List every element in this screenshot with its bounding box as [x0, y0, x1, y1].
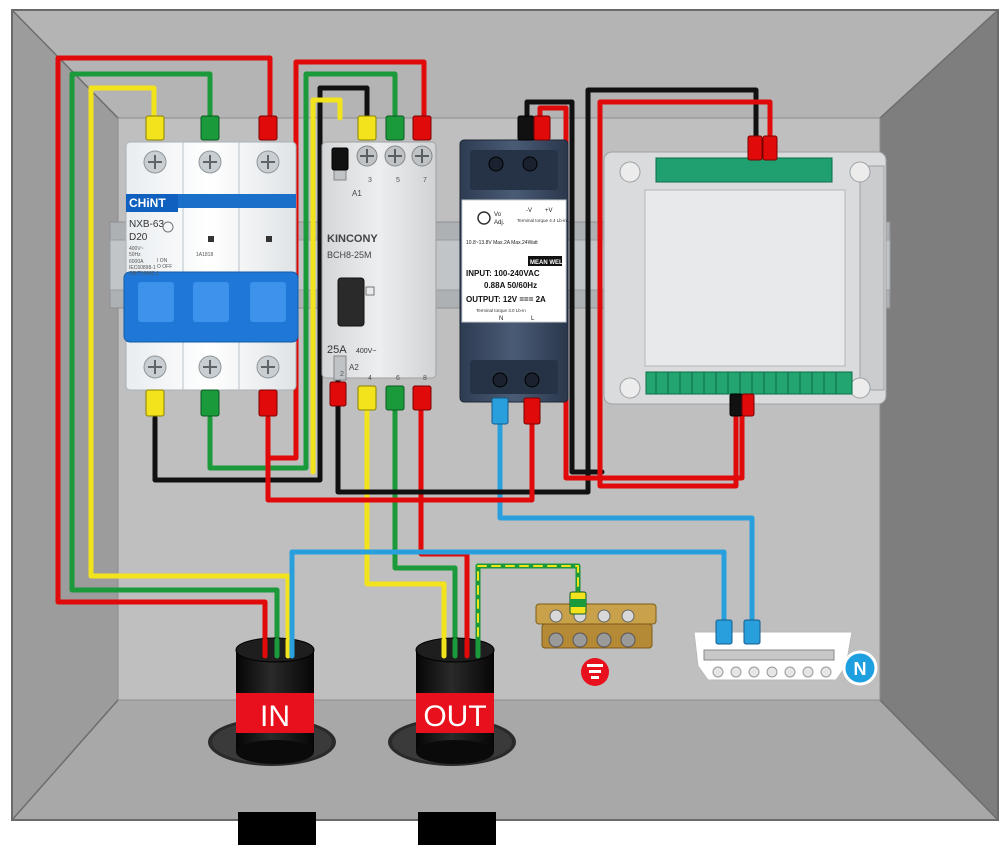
- contactor-voltage: 400V~: [356, 348, 376, 355]
- circuit-breaker: CHiNT NXB-63 D20 400V~ 50Hz 6000A IEC608…: [123, 141, 299, 391]
- contactor-terminal-8: 8: [423, 375, 427, 382]
- psu-input-1: INPUT: 100-240VAC: [466, 269, 540, 278]
- breaker-spec-5: GB/T10963.1: [129, 271, 159, 277]
- breaker-brand-plate: [126, 194, 178, 212]
- in-label: IN: [260, 700, 290, 733]
- contactor-coil-a1: A1: [352, 189, 362, 198]
- breaker-top-screws: [143, 150, 280, 174]
- contactor-brand: KINCONY: [327, 233, 378, 245]
- neutral-label: N: [854, 659, 867, 679]
- gland-wire-ends: [262, 637, 481, 659]
- contactor-terminal-7: 7: [423, 177, 427, 184]
- terminal-lugs: [145, 115, 778, 425]
- cert-mark-icon: [162, 221, 174, 233]
- power-supply: Vo Adj. -V +V Terminal torque 4.4 Lb-in …: [459, 139, 569, 403]
- breaker-spec-4: IEC60898-1: [129, 265, 156, 271]
- breaker-spec-2: 50Hz: [129, 252, 141, 258]
- contactor-terminal-3: 3: [368, 177, 372, 184]
- contactor-manual-switch: [337, 277, 365, 327]
- contactor-model: BCH8-25M: [327, 250, 372, 260]
- psu-l: L: [531, 316, 535, 322]
- ground-icon: [581, 658, 609, 686]
- breaker-on-label: I ON: [157, 258, 168, 264]
- psu-torque-top: Terminal torque 4.4 Lb-in: [517, 218, 567, 223]
- psu-input-2: 0.88A 50/60Hz: [484, 281, 537, 290]
- contactor-coil-a2: A2: [349, 363, 359, 372]
- contactor-terminal-6: 6: [396, 375, 400, 382]
- adj-knob-icon: [477, 211, 491, 225]
- breaker-brand: CHiNT: [129, 196, 166, 210]
- breaker-spec-3: 6000A: [129, 259, 144, 265]
- indicator-window-2: [266, 236, 272, 242]
- breaker-model: NXB-63: [129, 219, 164, 230]
- neutral-badge-icon: N: [842, 650, 878, 686]
- neutral-bar: [693, 619, 853, 681]
- contactor-rating: 25A: [327, 344, 347, 356]
- breaker-off-label: O OFF: [157, 264, 172, 270]
- psu-brand-plate: [528, 256, 562, 266]
- indicator-window: [208, 236, 214, 242]
- psu-n: N: [499, 316, 503, 322]
- ground-bar: [535, 591, 657, 649]
- psu-plus-v: +V: [545, 208, 553, 214]
- breaker-curve: D20: [129, 232, 148, 243]
- relay-module: [603, 151, 887, 405]
- contactor-terminal-5: 5: [396, 177, 400, 184]
- breaker-spec-1: 400V~: [129, 246, 144, 252]
- psu-range: 10.8~13.8V Max.2A Max.24Watt: [466, 240, 538, 246]
- breaker-code: 1A1818: [196, 252, 213, 258]
- psu-brand: MEAN WELL: [530, 260, 567, 266]
- psu-adj: Adj.: [494, 220, 505, 226]
- contactor-mode-mark: [365, 286, 375, 296]
- psu-output: OUTPUT: 12V === 2A: [466, 295, 546, 304]
- contactor: 3 5 7 1 A1 KINCONY BCH8-25M 25A 400V~ A2…: [321, 141, 437, 382]
- breaker-bottom-screws: [143, 355, 280, 379]
- psu-minus-v: -V: [526, 208, 532, 214]
- out-gland: OUT: [388, 637, 516, 845]
- contactor-terminal-2: 2: [340, 371, 344, 378]
- out-label: OUT: [423, 700, 486, 733]
- contactor-terminal-4: 4: [368, 375, 372, 382]
- psu-vo: Vo: [494, 212, 502, 218]
- wires: [55, 55, 773, 653]
- psu-torque-bottom: Terminal torque 3.0 Lb-in: [476, 308, 526, 313]
